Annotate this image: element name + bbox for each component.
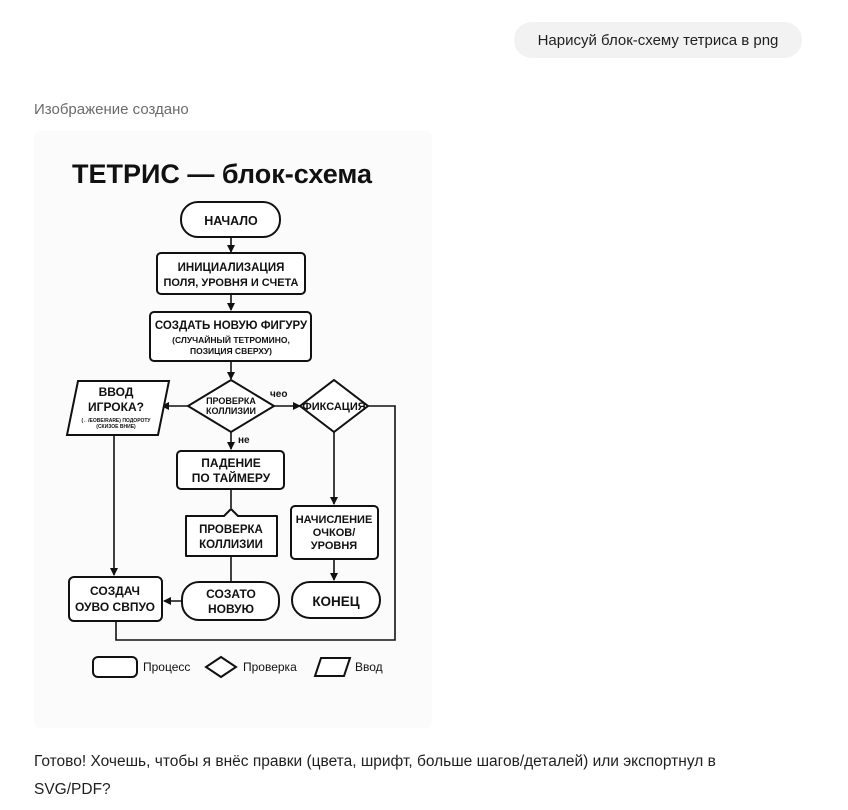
flowchart-svg: ТЕТРИС — блок-схема НАЧАЛО ИНИЦИАЛИЗАЦИЯ [65,159,396,679]
node-init: ИНИЦИАЛИЗАЦИЯ ПОЛЯ, УРОВНЯ И СЧЕТА [156,252,306,295]
assistant-reply: Готово! Хочешь, чтобы я внёс правки (цве… [34,753,716,798]
legend-input-swatch [313,657,352,677]
node-start: НАЧАЛО [180,201,281,238]
user-message-text: Нарисуй блок-схему тетриса в png [537,31,779,49]
node-start-label: НАЧАЛО [204,214,258,228]
node-create-alt-line1: СОЗДАЧ [90,584,140,598]
node-fall: ПАДЕНИЕ ПО ТАЙМЕРУ [176,450,285,490]
node-init-line1: ИНИЦИАЛИЗАЦИЯ [178,262,285,274]
node-input-line1: ВВОД [99,385,134,399]
node-input: ВВОД ИГРОКА? (←/ЕОВЕ/RARE) ПОДОРОТУ (СКИ… [65,380,171,436]
node-lock: ФИКСАЦИЯ [298,378,370,434]
node-collision-check-2-line1: ПРОВЕРКА [199,524,263,536]
node-end: КОНЕЦ [291,581,381,619]
node-end-label: КОНЕЦ [312,594,359,609]
flowchart-title: ТЕТРИС — блок-схема [72,159,373,189]
node-collision-check-1: ПРОВЕРКА КОЛЛИЗИИ [186,378,276,434]
node-collision-check-2-line2: КОЛЛИЗИИ [199,539,263,551]
node-new-piece-line3: ПОЗИЦИЯ СВЕРХУ) [190,346,272,356]
legend-process-label: Процесс [143,660,190,674]
node-new-piece-line1: СОЗДАТЬ НОВУЮ ФИГУРУ [155,320,308,332]
node-collision-check-1-line1: ПРОВЕРКА [206,396,256,406]
generated-image[interactable]: ТЕТРИС — блок-схема НАЧАЛО ИНИЦИАЛИЗАЦИЯ [34,131,432,728]
node-create-new-line2: НОВУЮ [208,602,254,616]
node-collision-check-1-line2: КОЛЛИЗИИ [206,406,256,416]
node-create-alt: СОЗДАЧ ОУВО СВПУО [68,576,163,622]
node-collision-check-2: ПРОВЕРКА КОЛЛИЗИИ [185,508,278,557]
node-score-line1: НАЧИСЛЕНИЕ [296,514,373,526]
node-input-line4: (СКИЗОЕ ВНИЕ) [96,424,136,430]
image-status-label: Изображение создано [34,101,189,118]
node-new-piece: СОЗДАТЬ НОВУЮ ФИГУРУ (СЛУЧАЙНЫЙ ТЕТРОМИН… [149,311,312,362]
legend-process-swatch [92,656,138,678]
node-init-line2: ПОЛЯ, УРОВНЯ И СЧЕТА [163,277,298,289]
node-input-line2: ИГРОКА? [88,400,144,414]
node-create-new: СОЗАТО НОВУЮ [181,581,280,621]
connectors [110,237,396,641]
node-fall-line1: ПАДЕНИЕ [201,456,261,470]
node-lock-label: ФИКСАЦИЯ [302,401,365,413]
node-score-line2: ОЧКОВ/ [313,527,356,539]
node-create-new-line1: СОЗАТО [206,587,256,601]
node-fall-line2: ПО ТАЙМЕРУ [192,470,271,485]
legend-input-label: Ввод [355,660,383,674]
node-score-line3: УРОВНЯ [311,540,357,552]
node-score: НАЧИСЛЕНИЕ ОЧКОВ/ УРОВНЯ [290,505,379,560]
legend-check-label: Проверка [243,660,297,674]
label-no: не [238,435,250,446]
legend-check-swatch [204,655,238,679]
node-new-piece-line2: (СЛУЧАЙНЫЙ ТЕТРОМИНО, [172,334,290,345]
label-yes: чео [270,389,287,400]
node-create-alt-line2: ОУВО СВПУО [75,600,155,614]
legend: Процесс Проверка Ввод [92,655,383,679]
user-message-bubble: Нарисуй блок-схему тетриса в png [514,22,802,58]
node-input-line3: (←/ЕОВЕ/RARE) ПОДОРОТУ [81,418,151,424]
